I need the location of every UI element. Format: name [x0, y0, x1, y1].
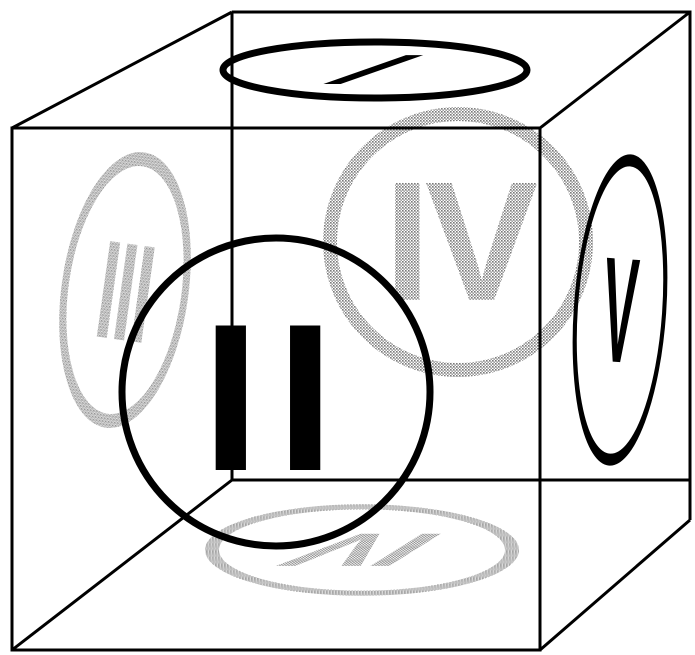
bottom-right-edge — [540, 520, 690, 650]
face-bottom-numeral: VI — [258, 524, 465, 577]
visible-labels: I II V — [122, 42, 675, 546]
face-right-numeral: V — [597, 226, 643, 395]
bottom-left-edge — [12, 480, 232, 650]
top-right-edge — [540, 12, 690, 128]
top-left-edge — [12, 12, 232, 128]
face-top-label: I — [223, 42, 527, 98]
face-top-numeral: I — [289, 46, 456, 93]
face-back-label: IV — [330, 114, 586, 370]
face-front-numeral: II — [202, 280, 351, 515]
face-front-label: II — [122, 238, 430, 546]
